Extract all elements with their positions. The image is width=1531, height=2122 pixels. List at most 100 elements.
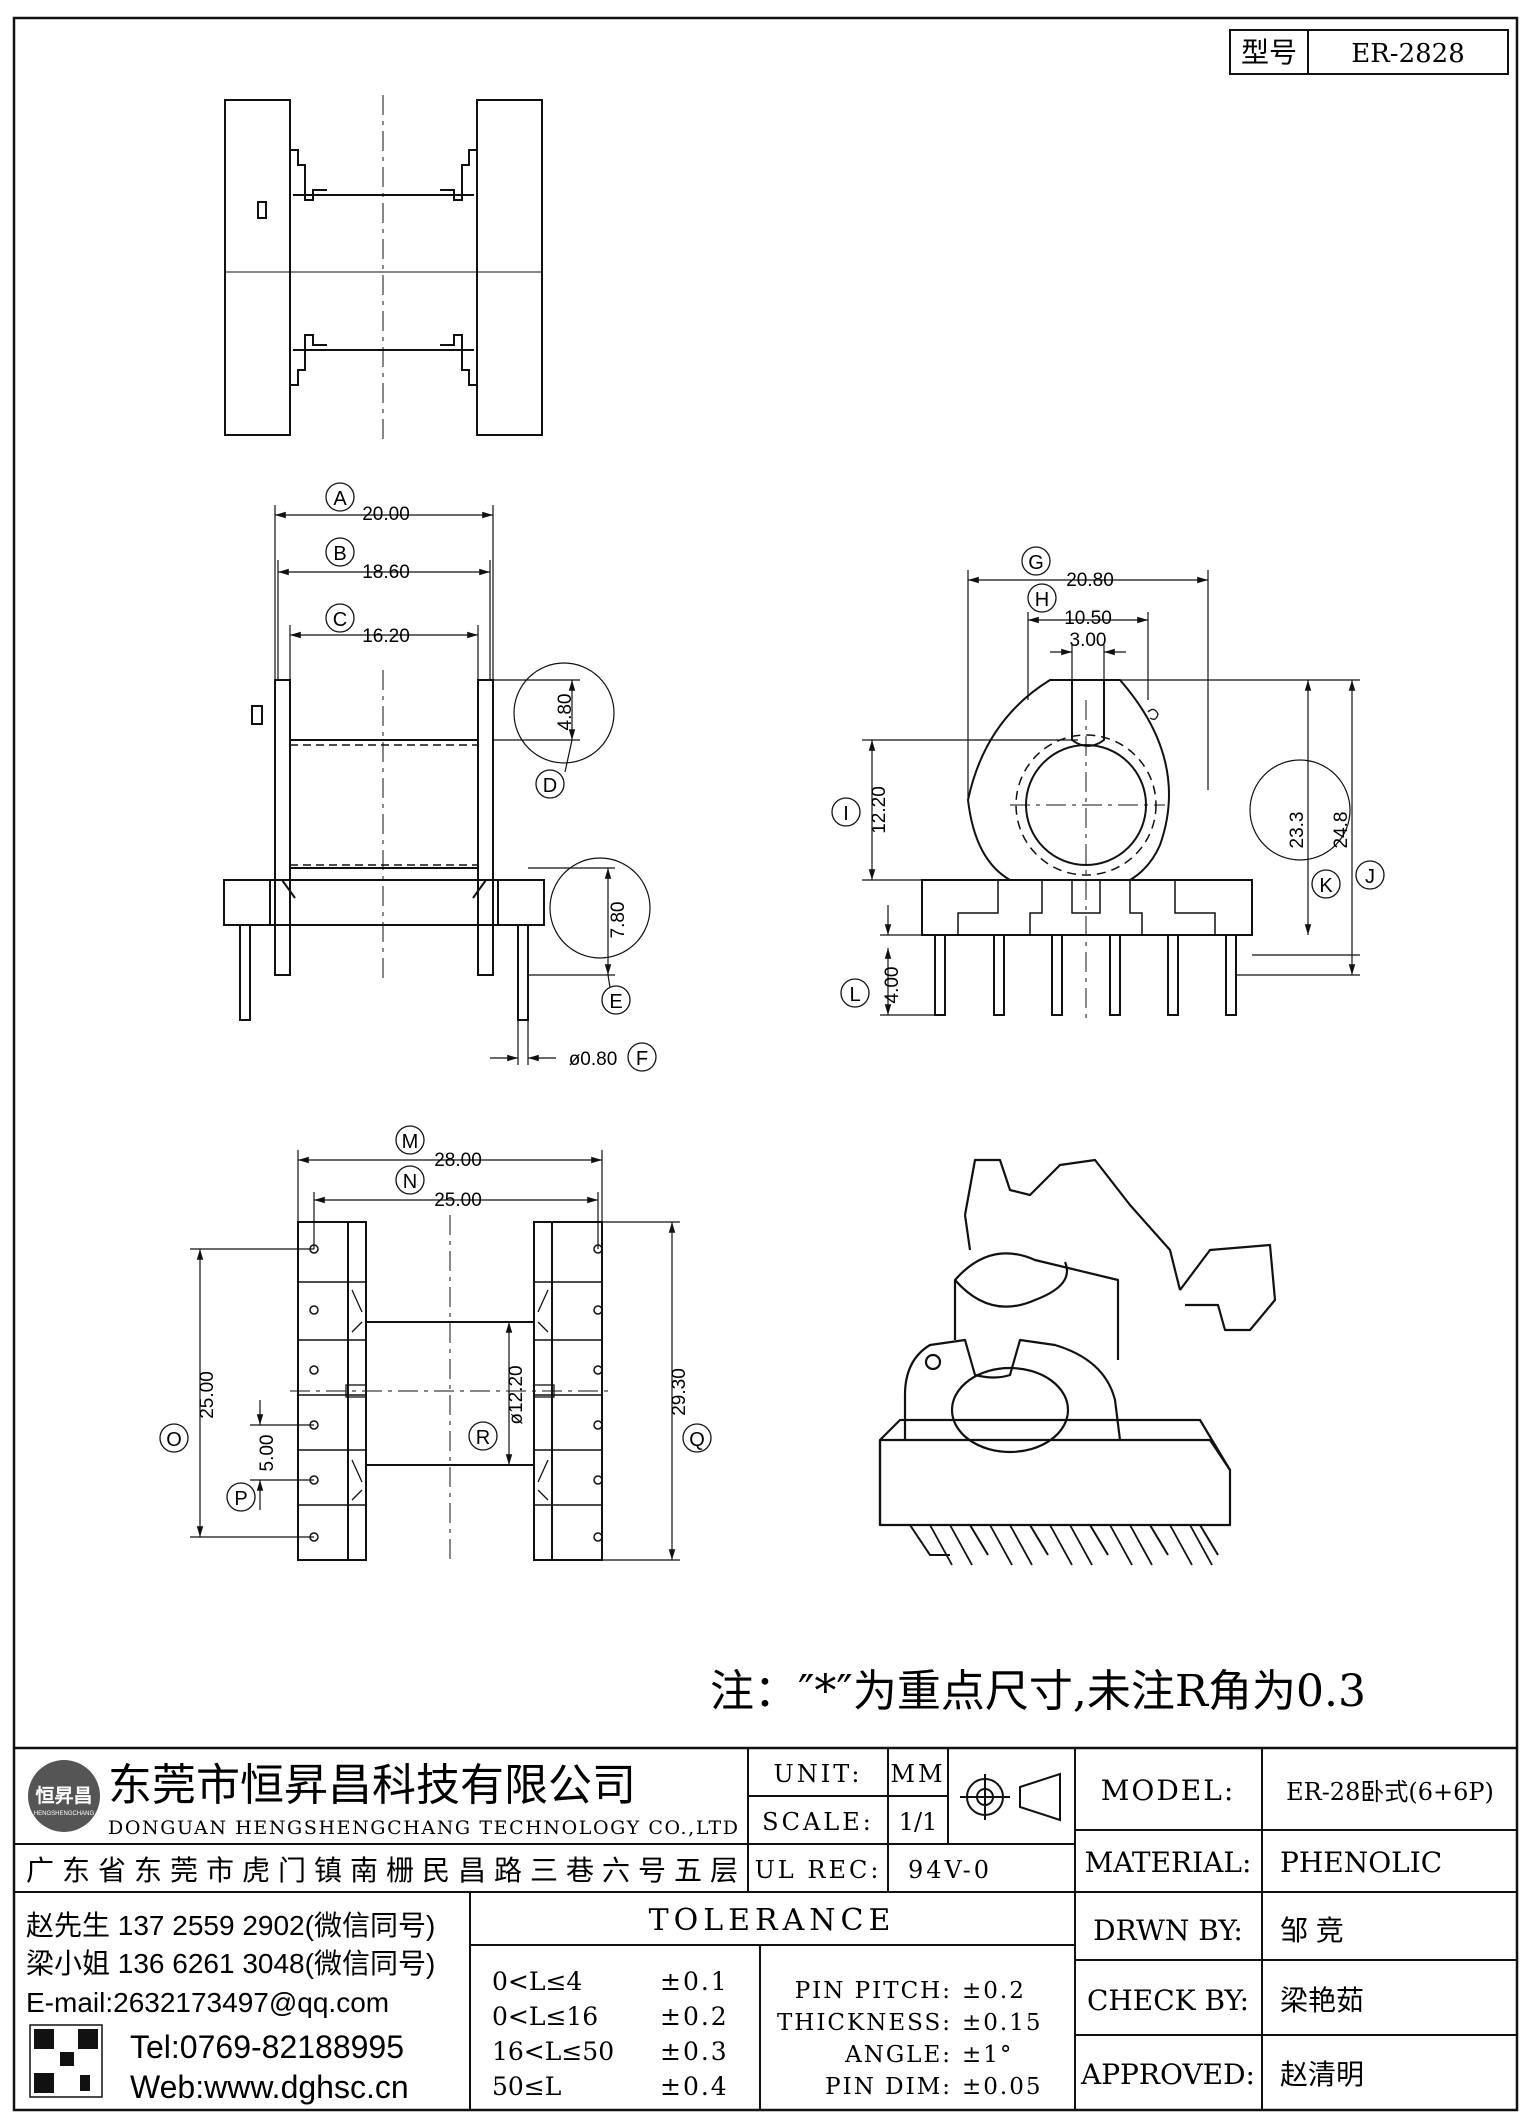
- material-label: MATERIAL:: [1085, 1846, 1252, 1879]
- dim-h-bubble: [1027, 583, 1057, 613]
- dim-b-value: 18.60: [362, 562, 410, 583]
- side-view-dims: [862, 570, 1360, 1016]
- ul-value: 94V-0: [908, 1856, 992, 1884]
- dim-o-value: 25.00: [197, 1371, 218, 1419]
- dim-o-letter: O: [166, 1429, 182, 1451]
- check-label: CHECK BY:: [1087, 1984, 1249, 2017]
- spec-name-2: THICKNESS:: [777, 2010, 952, 2036]
- dim-h2-value: 3.00: [1070, 630, 1107, 651]
- dim-h-value: 10.50: [1064, 608, 1112, 629]
- unit-label: UNIT:: [774, 1760, 863, 1788]
- front-view-dim-labels: A 20.00 B 18.60 C 16.20 4.80 D 7.80 E ø0…: [325, 482, 657, 1072]
- dim-g-letter: G: [1028, 552, 1044, 574]
- dim-g-value: 20.80: [1066, 570, 1114, 591]
- tel: Tel:0769-82188995: [130, 2029, 404, 2065]
- model-label: MODEL:: [1101, 1774, 1236, 1807]
- scale-value: 1/1: [899, 1808, 938, 1836]
- tol-value-1: ±0.1: [660, 1967, 729, 1996]
- dim-k-value: 23.3: [1287, 812, 1308, 849]
- unit-value: MM: [890, 1760, 945, 1788]
- tolerance-title: TOLERANCE: [649, 1903, 896, 1938]
- bottom-view-dims: [190, 1150, 680, 1561]
- company-address: 广东省东莞市虎门镇南栅民昌路三巷六号五层: [26, 1855, 738, 1886]
- tolerance-block: TOLERANCE 0<L≤4 ±0.1 0<L≤16 ±0.2 16<L≤50…: [492, 1903, 1042, 2101]
- material-value: PHENOLIC: [1280, 1846, 1442, 1879]
- spec-tol-4: ±0.05: [962, 2074, 1042, 2100]
- dim-d-value: 4.80: [555, 694, 576, 731]
- dim-i-letter: I: [843, 803, 849, 825]
- part-number-value: ER-2828: [1351, 39, 1465, 69]
- dim-b-bubble: [325, 537, 355, 567]
- dim-f-letter: F: [636, 1048, 648, 1070]
- company-logo: [28, 1760, 100, 1832]
- dim-k-bubble: [1311, 869, 1341, 899]
- email: E-mail:2632173497@qq.com: [26, 1987, 389, 2018]
- approved-value: 赵清明: [1280, 2059, 1364, 2090]
- logo-subtext: HENGSHENGCHANG: [34, 1811, 95, 1817]
- spec-name-3: ANGLE:: [844, 2042, 952, 2068]
- info-block: MODEL: ER-28卧式(6+6P) MATERIAL: PHENOLIC …: [1080, 1774, 1494, 2091]
- ul-label: UL REC:: [755, 1856, 882, 1884]
- side-view-dim-labels: G 20.80 H 10.50 3.00 I 12.20 23.3 24.8 K…: [831, 546, 1385, 1008]
- dim-o-bubble: [159, 1423, 189, 1453]
- bottom-view: [290, 1215, 610, 1565]
- isometric-view: [878, 1158, 1277, 1566]
- dim-m-value: 28.00: [434, 1150, 482, 1171]
- tol-range-1: 0<L≤4: [492, 1967, 582, 1996]
- web: Web:www.dghsc.cn: [130, 2069, 409, 2105]
- spec-name-4: PIN DIM:: [825, 2074, 952, 2100]
- dim-j-value: 24.8: [1331, 812, 1352, 849]
- qr-code-icon: [29, 2024, 103, 2098]
- dim-n-bubble: [395, 1165, 425, 1195]
- dim-j-letter: J: [1365, 866, 1375, 888]
- bottom-view-dim-labels: M 28.00 N 25.00 O 25.00 5.00 P 29.30 Q R…: [159, 1125, 712, 1512]
- dim-e-letter: E: [609, 991, 622, 1013]
- dim-i-value: 12.20: [869, 786, 890, 834]
- check-value: 梁艳茹: [1280, 1985, 1364, 2016]
- front-view-dims: [274, 505, 651, 1065]
- contact-1: 赵先生 137 2559 2902(微信同号): [26, 1910, 435, 1941]
- dim-p-value: 5.00: [257, 1435, 278, 1472]
- company-name-cn: 东莞市恒昇昌科技有限公司: [108, 1761, 636, 1810]
- approved-label: APPROVED:: [1080, 2058, 1255, 2091]
- dim-e-value: 7.80: [608, 902, 629, 939]
- dim-m-bubble: [395, 1125, 425, 1155]
- dim-a-letter: A: [333, 488, 347, 510]
- top-view: [224, 95, 543, 440]
- logo-text: 恒昇昌: [35, 1785, 92, 1807]
- dim-p-letter: P: [234, 1488, 247, 1510]
- tol-range-3: 16<L≤50: [492, 2037, 614, 2066]
- dim-c-bubble: [325, 603, 355, 633]
- dim-r-letter: R: [476, 1427, 490, 1449]
- dim-d-letter: D: [543, 775, 557, 797]
- drawn-value: 邹 竞: [1280, 1915, 1344, 1946]
- dim-l-value: 4.00: [882, 967, 903, 1004]
- dim-i-bubble: [831, 797, 861, 827]
- sheet-border: [12, 16, 1519, 2112]
- tol-range-4: 50≤L: [492, 2072, 561, 2101]
- spec-name-1: PIN PITCH:: [795, 1978, 952, 2004]
- spec-tol-2: ±0.15: [962, 2010, 1042, 2036]
- title-block: [14, 1746, 1517, 2110]
- dim-g-bubble: [1021, 546, 1051, 576]
- spec-tol-3: ±1°: [962, 2042, 1013, 2068]
- dim-q-letter: Q: [689, 1429, 705, 1451]
- front-view: [223, 670, 545, 1021]
- dim-j-bubble: [1355, 860, 1385, 890]
- side-view: [921, 679, 1253, 1020]
- scale-label: SCALE:: [762, 1808, 874, 1836]
- dim-q-bubble: [682, 1423, 712, 1453]
- spec-tol-1: ±0.2: [962, 1978, 1026, 2004]
- contact-2: 梁小姐 136 6261 3048(微信同号): [26, 1948, 435, 1979]
- projection-symbol-icon: [960, 1772, 1061, 1822]
- model-value: ER-28卧式(6+6P): [1286, 1778, 1494, 1806]
- dim-c-value: 16.20: [362, 626, 410, 647]
- drawn-label: DRWN BY:: [1093, 1914, 1243, 1947]
- tol-value-4: ±0.4: [660, 2072, 729, 2101]
- dim-m-letter: M: [402, 1131, 419, 1153]
- tol-value-3: ±0.3: [660, 2037, 729, 2066]
- dim-k-letter: K: [1319, 875, 1333, 897]
- unit-scale-block: UNIT: MM SCALE: 1/1 UL REC: 94V-0: [755, 1760, 992, 1884]
- dim-a-value: 20.00: [362, 504, 410, 525]
